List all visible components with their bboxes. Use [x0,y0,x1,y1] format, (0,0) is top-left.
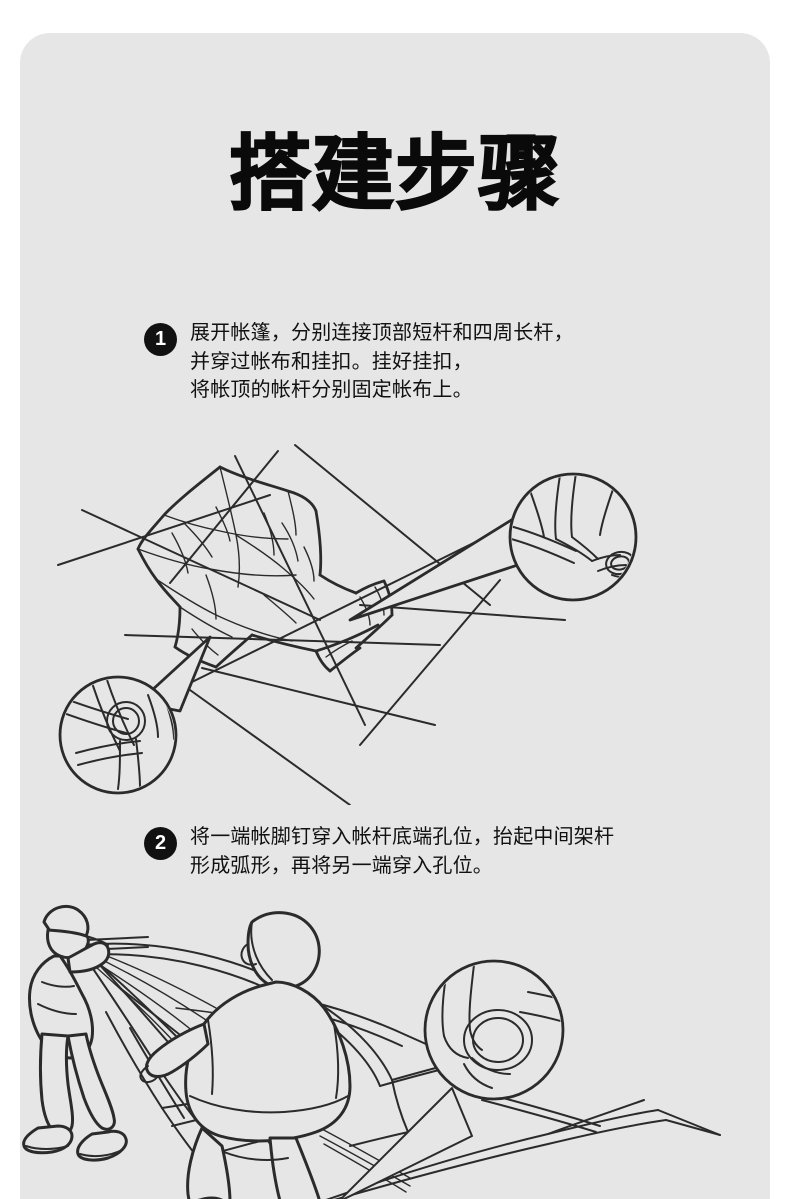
tent-right-panel-seams [325,586,385,658]
callout-pointer-top-right [348,509,538,622]
callout-circle-step2 [423,959,565,1101]
step-1-description: 展开帐篷，分别连接顶部短杆和四周长杆， 并穿过帐布和挂扣。挂好挂扣， 将帐顶的帐… [190,322,574,401]
person-center-hip-seam [223,1151,289,1161]
callout-pole-end-grommet [348,472,638,622]
step-2-number-badge: 2 [144,827,177,860]
person-center-arm-left [144,1022,210,1078]
tent-fabric-seams [137,466,315,656]
callout-step2-content [441,963,561,1089]
person-center-jacket-hem [189,1095,349,1114]
callout-top-right-content [512,476,634,579]
callout-circle-bottom-left [58,675,178,795]
person-center-hand-left [139,1065,159,1084]
page-title: 搭建步骤 [228,128,561,221]
person-left-shoe-back [22,1124,74,1155]
tent-canopy-outline [136,465,362,673]
instruction-card: 搭建步骤 1 展开帐篷，分别连接顶部短杆和四周长杆， 并穿过帐布和挂扣。挂好挂扣… [20,33,770,1199]
person-left-leg-back [39,1032,74,1137]
person-center-leg-front [268,1136,321,1199]
person-center-leg-back [186,1126,232,1199]
person-left-jacket-hem [37,1003,77,1015]
callout-pole-tip-grommet [339,959,565,1199]
person-center-torso-seam-right [333,1023,340,1099]
step-2-description: 将一端帐脚钉穿入帐杆底端孔位，抬起中间架杆 形成弧形，再将另一端穿入孔位。 [190,826,615,877]
person-center-figure [139,911,352,1199]
callout-pole-hub-ring [58,635,212,795]
step-2-illustration [20,900,770,1199]
person-left-leg-front [66,1032,116,1131]
tent-ground-sheet [325,1093,721,1199]
person-left-sleeve-seam [41,981,75,988]
step-1-number-badge: 1 [144,323,177,356]
step-1-illustration [20,415,770,805]
person-left-shoe-sole-front [79,1149,123,1158]
person-left-arm [66,941,111,974]
person-left-figure [22,905,128,1162]
person-center-head-seam [250,921,273,981]
person-center-ear [240,943,257,966]
person-center-torso-seam-left [207,1019,214,1095]
person-left-torso [28,954,94,1060]
person-center-head [246,911,321,990]
callout-bottom-left-content [62,679,174,790]
person-left-shoe-sole-back [25,1145,69,1150]
callout-pointer-step2 [339,1087,473,1199]
